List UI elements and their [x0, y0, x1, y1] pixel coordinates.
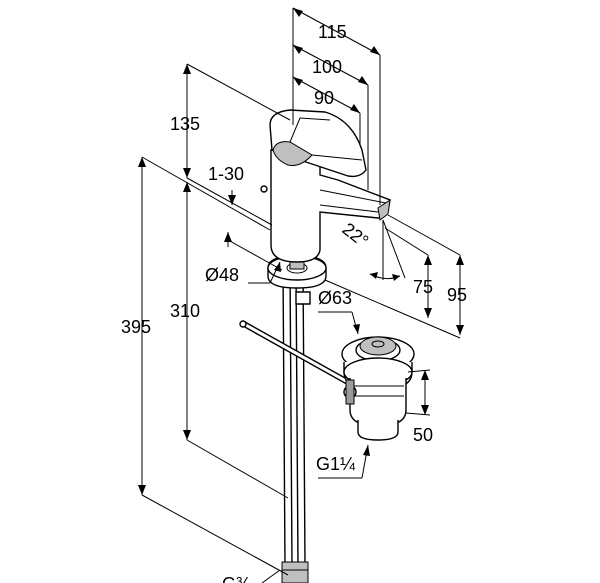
dimension-lines: [138, 7, 464, 583]
dim-label-1-30: 1-30: [208, 164, 244, 184]
dim-label-100: 100: [312, 57, 342, 77]
dim-label-75: 75: [413, 277, 433, 297]
dim-label-115: 115: [318, 22, 347, 42]
dim-label-395: 395: [121, 317, 151, 337]
dimension-labels: 115 100 90 135 1-30 Ø48 395 310 75 95 Ø6…: [121, 22, 467, 583]
dim-label-135: 135: [170, 114, 200, 134]
dim-label-g1-1-4: G1¼: [316, 454, 356, 474]
dim-label-50: 50: [413, 425, 433, 445]
dim-label-angle-22: 22°: [339, 219, 373, 252]
dim-label-diameter-48: Ø48: [205, 265, 239, 285]
dim-label-diameter-63: Ø63: [318, 288, 352, 308]
dim-label-90: 90: [314, 88, 334, 108]
mixer-body: [260, 149, 391, 263]
dim-label-95: 95: [447, 285, 467, 305]
supply-hoses: [281, 267, 309, 583]
pop-up-waste: [341, 336, 415, 441]
dim-label-310: 310: [170, 301, 200, 321]
dim-label-g3-8: G⅜: [222, 574, 252, 583]
faucet-assembly: [239, 109, 415, 583]
lever-handle: [269, 109, 367, 178]
